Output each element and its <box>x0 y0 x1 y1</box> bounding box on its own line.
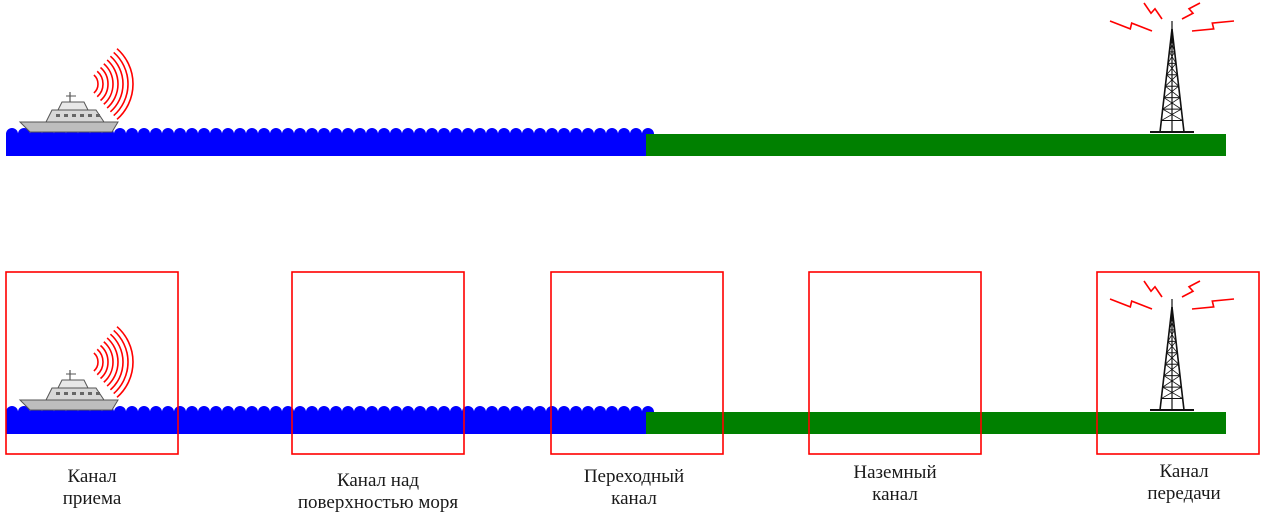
sea-waves <box>6 128 654 134</box>
radio-tower-icon <box>1150 21 1194 133</box>
label-transmission-channel: Канал передачи <box>1147 461 1220 505</box>
label-line: Канал <box>67 466 117 487</box>
sea-strip <box>6 134 646 156</box>
segment-frame <box>550 271 724 455</box>
label-transition-channel: Переходный канал <box>584 466 684 510</box>
segment-frame <box>1096 271 1260 455</box>
label-line: поверхностью моря <box>297 492 459 513</box>
tower-signal-bolts <box>1109 280 1235 310</box>
label-sea-surface-channel: Канал над поверхностью моря <box>298 470 458 514</box>
label-line: Наземный <box>853 462 937 483</box>
tower-signal-bolts <box>1109 2 1235 32</box>
label-reception-channel: Канал приема <box>63 466 122 510</box>
scene-segmented <box>6 280 1235 434</box>
sea-waves <box>6 406 654 412</box>
segment-frame <box>808 271 982 455</box>
label-ground-channel: Наземный канал <box>853 462 936 506</box>
ship-icon <box>18 370 119 411</box>
label-line: канал <box>872 484 918 505</box>
label-line: приема <box>62 488 122 509</box>
radio-tower-icon <box>1150 299 1194 411</box>
ship-icon <box>18 92 119 133</box>
scene-overview <box>6 2 1235 156</box>
land-strip <box>646 134 1226 156</box>
segment-frame <box>291 271 465 455</box>
sea-strip <box>6 412 646 434</box>
label-line: Канал <box>1159 461 1209 482</box>
label-line: Переходный <box>583 466 685 487</box>
label-line: Канал над <box>336 470 420 491</box>
segment-frame <box>5 271 179 455</box>
radio-waves-icon <box>93 326 134 398</box>
segment-frames <box>5 271 1260 455</box>
land-strip <box>646 412 1226 434</box>
label-line: передачи <box>1147 483 1221 504</box>
radio-waves-icon <box>93 48 134 120</box>
label-line: канал <box>611 488 657 509</box>
